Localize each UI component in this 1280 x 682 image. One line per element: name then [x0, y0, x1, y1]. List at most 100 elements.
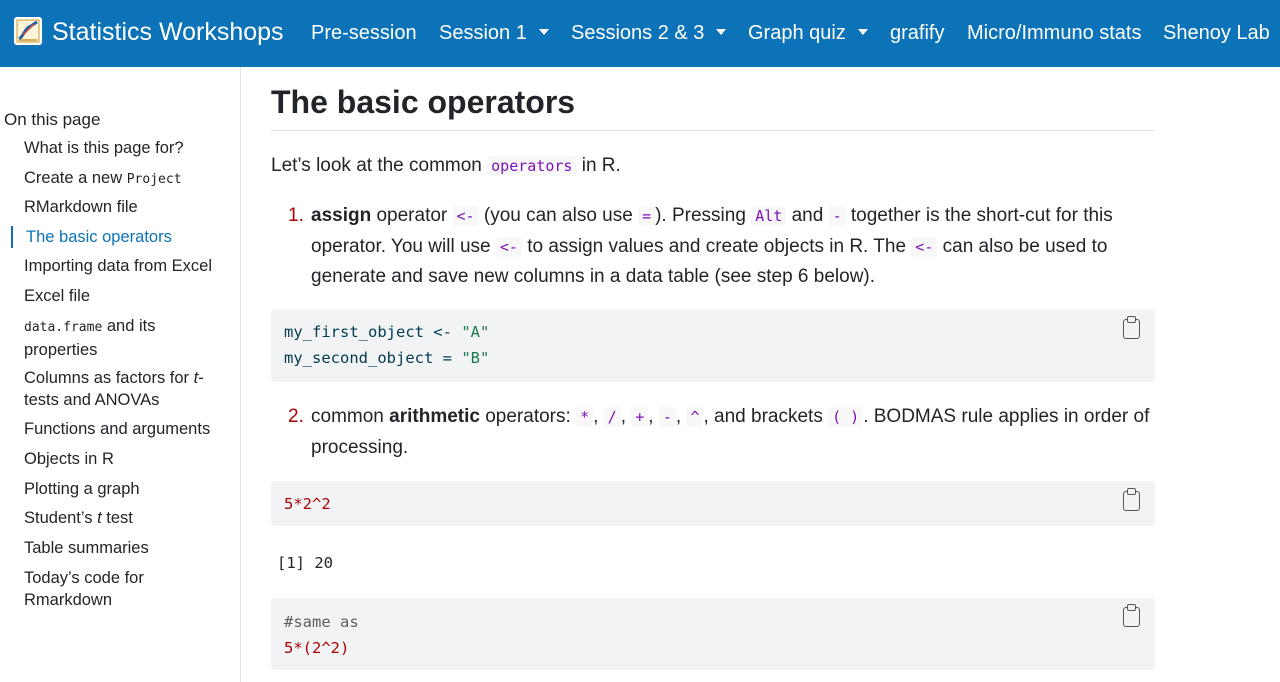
intro-paragraph: Let’s look at the common operators in R. — [271, 154, 621, 178]
nav-pre-session[interactable]: Pre-session — [311, 21, 417, 45]
intro-text: Let’s look at the common — [271, 155, 488, 176]
toc-item-label: and its — [102, 317, 156, 335]
intro-text: in R. — [576, 155, 621, 176]
inline-code: <- — [911, 236, 938, 257]
toc-item-active[interactable]: The basic operators — [11, 226, 229, 248]
code-line: 5*(2^2) — [284, 639, 350, 657]
nav-label: Session 1 — [439, 22, 527, 44]
toc-item-label: RMarkdown file — [24, 198, 138, 216]
toc-item-label: Rmarkdown — [24, 591, 113, 609]
inline-code: = — [638, 206, 656, 226]
code-comment: #same as — [284, 613, 359, 631]
toc-item[interactable]: Student’s t test — [12, 507, 230, 529]
toc-item[interactable]: RMarkdown file — [12, 196, 230, 218]
toc-item[interactable]: What is this page for? — [12, 137, 230, 159]
text: ). Pressing — [655, 205, 752, 226]
inline-code: <- — [495, 236, 522, 257]
inline-code: + — [631, 407, 649, 427]
list-text: assign operator <- (you can also use =).… — [311, 201, 1155, 292]
toc-item-label: Plotting a graph — [24, 480, 140, 498]
bold-term: assign — [311, 205, 372, 226]
inline-code: ^ — [686, 407, 704, 427]
code-output: [1] 20 — [277, 554, 333, 572]
toc-item[interactable]: Functions and arguments — [12, 418, 230, 440]
toc-item-label: Today’s code for — [24, 569, 144, 587]
brand-link[interactable]: Statistics Workshops — [14, 17, 284, 46]
copy-clipboard-icon[interactable] — [1123, 604, 1140, 627]
code-string: "B" — [461, 349, 490, 367]
nav-micro-immuno-stats[interactable]: Micro/Immuno stats — [967, 21, 1141, 45]
sidebar: On this page What is this page for? Crea… — [0, 67, 241, 682]
caret-down-icon — [857, 29, 868, 35]
toc-item[interactable]: Objects in R — [12, 448, 230, 470]
nav-label: Pre-session — [311, 22, 417, 44]
nav-graph-quiz[interactable]: Graph quiz — [748, 21, 868, 45]
inline-code: ( ) — [828, 407, 864, 427]
logo-icon — [14, 17, 42, 45]
nav-label: Shenoy Lab — [1163, 22, 1270, 44]
toc-item[interactable]: Plotting a graph — [12, 478, 230, 500]
toc-item-label: tests and ANOVAs — [24, 391, 160, 409]
caret-down-icon — [716, 29, 727, 35]
list-item-assign: 1. assign operator <- (you can also use … — [288, 201, 1155, 292]
text: (you can also use — [478, 205, 639, 226]
code-block: #same as 5*(2^2) — [271, 598, 1155, 670]
bold-term: arithmetic — [389, 406, 480, 427]
nav-label: Micro/Immuno stats — [967, 22, 1142, 44]
nav-label: Sessions 2 & 3 — [571, 22, 705, 44]
code-line: my_second_object = "B" — [284, 348, 489, 368]
text: , — [648, 406, 659, 427]
code-block: my_first_object <- "A" my_second_object … — [271, 309, 1155, 382]
copy-clipboard-icon[interactable] — [1123, 316, 1140, 339]
inline-code: - — [658, 407, 676, 427]
toc-item-label: Excel file — [24, 287, 91, 305]
toc-item-label: Table summaries — [24, 539, 149, 557]
toc-item-label: properties — [24, 341, 98, 359]
list-number: 2. — [288, 406, 304, 427]
nav-session-1[interactable]: Session 1 — [439, 21, 549, 45]
toc-item[interactable]: Importing data from Excel — [12, 255, 230, 277]
text: operators: — [479, 406, 577, 427]
nav-label: Graph quiz — [748, 22, 846, 44]
toc-item-label: The basic operators — [26, 228, 172, 246]
list-number: 1. — [288, 205, 304, 226]
toc-item-label: Student’s — [24, 509, 98, 527]
nav-sessions-2-3[interactable]: Sessions 2 & 3 — [571, 21, 727, 45]
toc-item[interactable]: Table summaries — [12, 537, 230, 559]
inline-code: <- — [452, 206, 479, 226]
copy-clipboard-icon[interactable] — [1123, 488, 1140, 511]
text: together is the short-cut for this opera… — [311, 205, 1113, 257]
nav-grafify[interactable]: grafify — [890, 21, 944, 45]
caret-down-icon — [538, 29, 549, 35]
toc-item-label: Functions and arguments — [24, 420, 211, 438]
code-string: "A" — [461, 323, 490, 341]
inline-code: - — [828, 206, 846, 226]
text: , — [675, 406, 687, 427]
toc-item-label: Objects in R — [24, 450, 114, 468]
inline-code: operators — [487, 156, 577, 176]
text: can also be used to generate and save ne… — [311, 235, 1108, 288]
toc-item-italic: t — [97, 509, 102, 527]
nav-shenoy-lab[interactable]: Shenoy Lab — [1163, 21, 1270, 45]
text: to assign values and create objects in R… — [521, 235, 912, 257]
toc-item[interactable]: Excel file — [12, 285, 230, 307]
inline-code: * — [576, 407, 594, 427]
text: , and brackets — [703, 406, 829, 427]
toc-item-italic: t — [193, 369, 199, 387]
text: operator — [371, 205, 453, 226]
toc-item[interactable]: Columns as factors for t- tests and ANOVA… — [12, 367, 230, 411]
navbar: Statistics Workshops Pre-session Session… — [0, 0, 1280, 67]
list-text: common arithmetic operators: *, /, +, -,… — [311, 402, 1155, 462]
code-text: my_second_object = — [284, 349, 462, 367]
brand-title: Statistics Workshops — [52, 18, 284, 46]
toc-title: On this page — [4, 110, 101, 129]
toc-item-label: - — [198, 369, 204, 387]
inline-code: / — [603, 407, 621, 427]
toc-item-label: What is this page for? — [24, 139, 184, 157]
text: common — [311, 406, 390, 427]
text: . BODMAS rule applies in order of proces… — [311, 406, 1150, 458]
toc-item[interactable]: Create a new Project — [12, 167, 230, 191]
toc-item-label: Columns as factors for — [24, 369, 194, 387]
